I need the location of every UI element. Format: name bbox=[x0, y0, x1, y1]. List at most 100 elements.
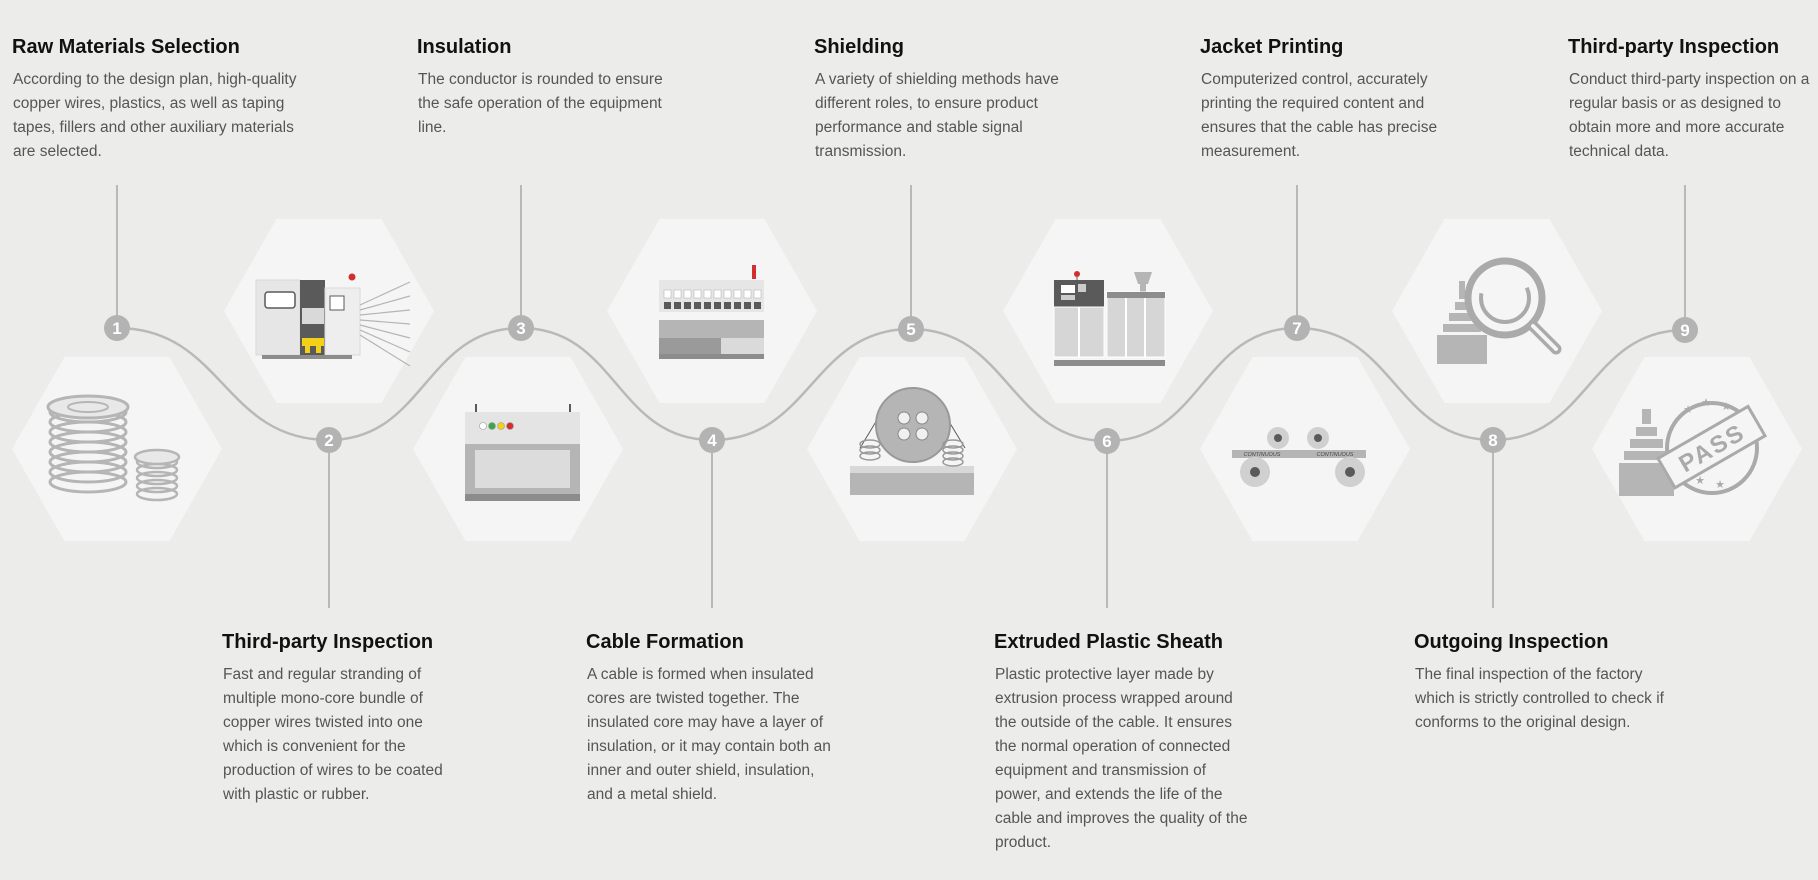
hopper-neck bbox=[1140, 284, 1146, 292]
switch-slot bbox=[703, 289, 712, 299]
stamp-star: ★ bbox=[1721, 401, 1731, 413]
magnifier-ring bbox=[1464, 257, 1546, 339]
machine-base bbox=[1054, 360, 1165, 366]
step-2-title: Third-party Inspection bbox=[222, 631, 434, 653]
indicator-light bbox=[488, 422, 496, 430]
switch-slot bbox=[673, 289, 682, 299]
step-5-title: Shielding bbox=[814, 36, 904, 58]
machine-dial bbox=[329, 295, 345, 311]
indicator-light bbox=[506, 422, 514, 430]
step-4-description: A cable is formed when insulated cores a… bbox=[587, 666, 831, 803]
step-marker-circle bbox=[1672, 317, 1698, 343]
step-1-title: Raw Materials Selection bbox=[12, 36, 240, 58]
stack-layer bbox=[1443, 324, 1481, 332]
stack-layer bbox=[1449, 313, 1475, 321]
switch-slot bbox=[693, 289, 702, 299]
step-marker-circle bbox=[1094, 428, 1120, 454]
wire-spools-icon bbox=[46, 394, 181, 502]
stack-layer bbox=[1630, 439, 1663, 448]
wire-strand bbox=[359, 329, 411, 353]
switch-slot bbox=[713, 289, 722, 299]
step-8-title: Outgoing Inspection bbox=[1414, 631, 1609, 653]
shielding-machine-icon bbox=[850, 387, 974, 495]
step-7-hexagon bbox=[1200, 357, 1410, 541]
step-4-marker: 4 bbox=[699, 427, 725, 453]
stamp-star: ★ bbox=[1701, 397, 1711, 409]
indicator-light bbox=[497, 422, 505, 430]
switch-slot bbox=[723, 289, 732, 299]
step-6-marker: 6 bbox=[1094, 428, 1120, 454]
wire-strand bbox=[359, 334, 411, 367]
step-6-title: Extruded Plastic Sheath bbox=[994, 631, 1223, 653]
step-7-title: Jacket Printing bbox=[1200, 36, 1344, 58]
insulation-machine-icon bbox=[465, 404, 580, 501]
step-2-marker: 2 bbox=[316, 427, 342, 453]
printing-rollers-icon: CONTINUOUS CONTINUOUS bbox=[1232, 427, 1366, 487]
stack-base bbox=[1437, 335, 1487, 364]
step-8-description: The final inspection of the factory whic… bbox=[1415, 666, 1664, 731]
hopper bbox=[1134, 272, 1152, 284]
stamp-label-box bbox=[1655, 404, 1768, 490]
step-number: 2 bbox=[324, 431, 333, 450]
cabinet-base bbox=[659, 354, 764, 359]
shield-wheel bbox=[875, 387, 951, 463]
switch-button bbox=[724, 302, 731, 309]
switch-button bbox=[704, 302, 711, 309]
coil-ring bbox=[859, 451, 881, 461]
switch-button bbox=[734, 302, 741, 309]
machine-right-top bbox=[1107, 292, 1165, 298]
wire-strand bbox=[359, 295, 411, 311]
switch-slot bbox=[753, 289, 762, 299]
step-number: 9 bbox=[1680, 321, 1689, 340]
screen-bar bbox=[1061, 295, 1075, 300]
step-7-marker: 7 bbox=[1284, 315, 1310, 341]
machine-window bbox=[302, 308, 324, 324]
switch-slot bbox=[663, 289, 672, 299]
step-marker-circle bbox=[104, 315, 130, 341]
step-number: 3 bbox=[516, 319, 525, 338]
yellow-leg bbox=[316, 346, 321, 353]
magnifier-inspection-icon bbox=[1437, 257, 1562, 364]
coil-ring bbox=[942, 439, 964, 449]
coil-ring bbox=[48, 460, 128, 484]
coil-ring bbox=[859, 439, 881, 449]
pass-stamp-icon: PASS★★★★★ bbox=[1619, 397, 1768, 496]
roller-print-left: CONTINUOUS bbox=[1244, 452, 1281, 458]
stamp-star: ★ bbox=[1683, 404, 1693, 416]
spool-top bbox=[133, 448, 181, 466]
switch-button bbox=[664, 302, 671, 309]
cabinet-body bbox=[659, 320, 764, 338]
gauge bbox=[1078, 284, 1086, 292]
roller-hub bbox=[1314, 434, 1322, 442]
step-4-title: Cable Formation bbox=[586, 631, 744, 653]
step-9-description: Conduct third-party inspection on a regu… bbox=[1569, 71, 1810, 160]
step-1-description: According to the design plan, high-quali… bbox=[13, 71, 297, 160]
step-3-title: Insulation bbox=[417, 36, 512, 58]
step-marker-circle bbox=[699, 427, 725, 453]
step-number: 4 bbox=[707, 431, 717, 450]
step-3-description: The conductor is rounded to ensure the s… bbox=[418, 71, 663, 136]
magnifier-handle-inner bbox=[1531, 324, 1558, 351]
cabinet-right bbox=[721, 338, 764, 354]
alarm-light bbox=[348, 273, 356, 281]
switch-slot bbox=[733, 289, 742, 299]
coil-ring bbox=[135, 470, 179, 486]
roller-print-right: CONTINUOUS bbox=[1317, 452, 1354, 458]
switch-button bbox=[714, 302, 721, 309]
coil-ring bbox=[859, 445, 881, 455]
switch-button bbox=[754, 302, 761, 309]
roller-hub bbox=[1250, 467, 1260, 477]
switch-slot bbox=[683, 289, 692, 299]
spool-hole bbox=[67, 401, 109, 413]
step-marker-circle bbox=[316, 427, 342, 453]
wheel-hole bbox=[897, 411, 911, 425]
switch-button bbox=[744, 302, 751, 309]
coil-ring bbox=[135, 478, 179, 494]
step-marker-circle bbox=[1284, 315, 1310, 341]
step-1-marker: 1 bbox=[104, 315, 130, 341]
switch-button bbox=[684, 302, 691, 309]
roller-bar bbox=[1232, 450, 1366, 458]
step-number: 8 bbox=[1488, 431, 1497, 450]
wheel-hole bbox=[915, 427, 929, 441]
